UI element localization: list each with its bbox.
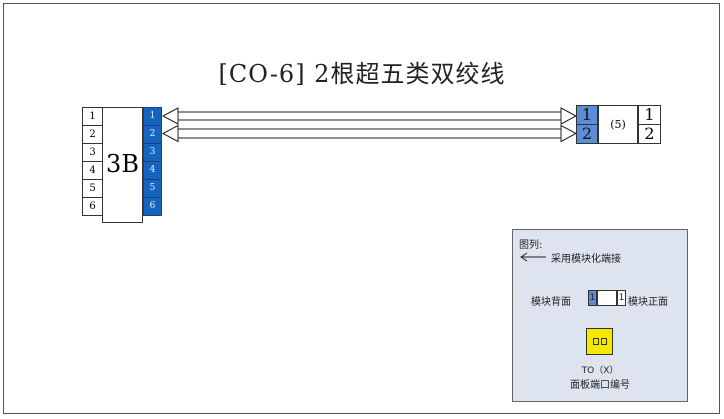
front-number: 2 bbox=[638, 124, 661, 144]
outlet-description: 面板端口编号 bbox=[570, 380, 630, 391]
legend-arrow-text: 采用模块化端接 bbox=[551, 254, 621, 265]
right-arrow-head-2 bbox=[560, 124, 578, 143]
left-arrow-head-1 bbox=[161, 107, 179, 125]
right-module-front: 1 2 bbox=[638, 105, 661, 144]
diagram-frame bbox=[3, 3, 720, 414]
right-module-back: 1 2 bbox=[576, 105, 598, 144]
right-arrow-head-1 bbox=[560, 107, 578, 125]
outlet-icon bbox=[586, 328, 613, 355]
arrow-left-icon bbox=[520, 252, 546, 262]
module-number: 4 bbox=[143, 161, 162, 180]
legend-front-label: 模块正面 bbox=[628, 297, 668, 308]
front-number: 1 bbox=[638, 105, 661, 125]
left-panel-label: 3B bbox=[102, 107, 143, 223]
legend-box: 图列: 采用模块化端接 模块背面 1 1 模块正面 TO（X） 面板端口编号 bbox=[512, 229, 688, 402]
mini-front-cell: 1 bbox=[617, 290, 626, 306]
back-number: 1 bbox=[576, 105, 598, 125]
outlet-code: TO（X） bbox=[581, 366, 619, 376]
back-number: 2 bbox=[576, 124, 598, 144]
legend-back-label: 模块背面 bbox=[531, 297, 571, 308]
module-number: 1 bbox=[143, 107, 162, 126]
mini-middle-cell bbox=[597, 290, 617, 306]
left-arrow-head-2 bbox=[161, 124, 179, 143]
mini-back-cell: 1 bbox=[588, 290, 597, 306]
module-number: 6 bbox=[143, 197, 162, 216]
outlet-jack-icon bbox=[593, 338, 599, 345]
outlet-jack-icon bbox=[601, 338, 607, 345]
diagram-title: [CO-6] 2根超五类双绞线 bbox=[218, 60, 506, 88]
left-port-numbers: 1 2 3 4 5 6 bbox=[82, 107, 103, 216]
left-module-column: 1 2 3 4 5 6 bbox=[143, 107, 162, 216]
legend-title: 图列: bbox=[519, 240, 543, 251]
right-outlet-label: (5) bbox=[598, 105, 638, 144]
